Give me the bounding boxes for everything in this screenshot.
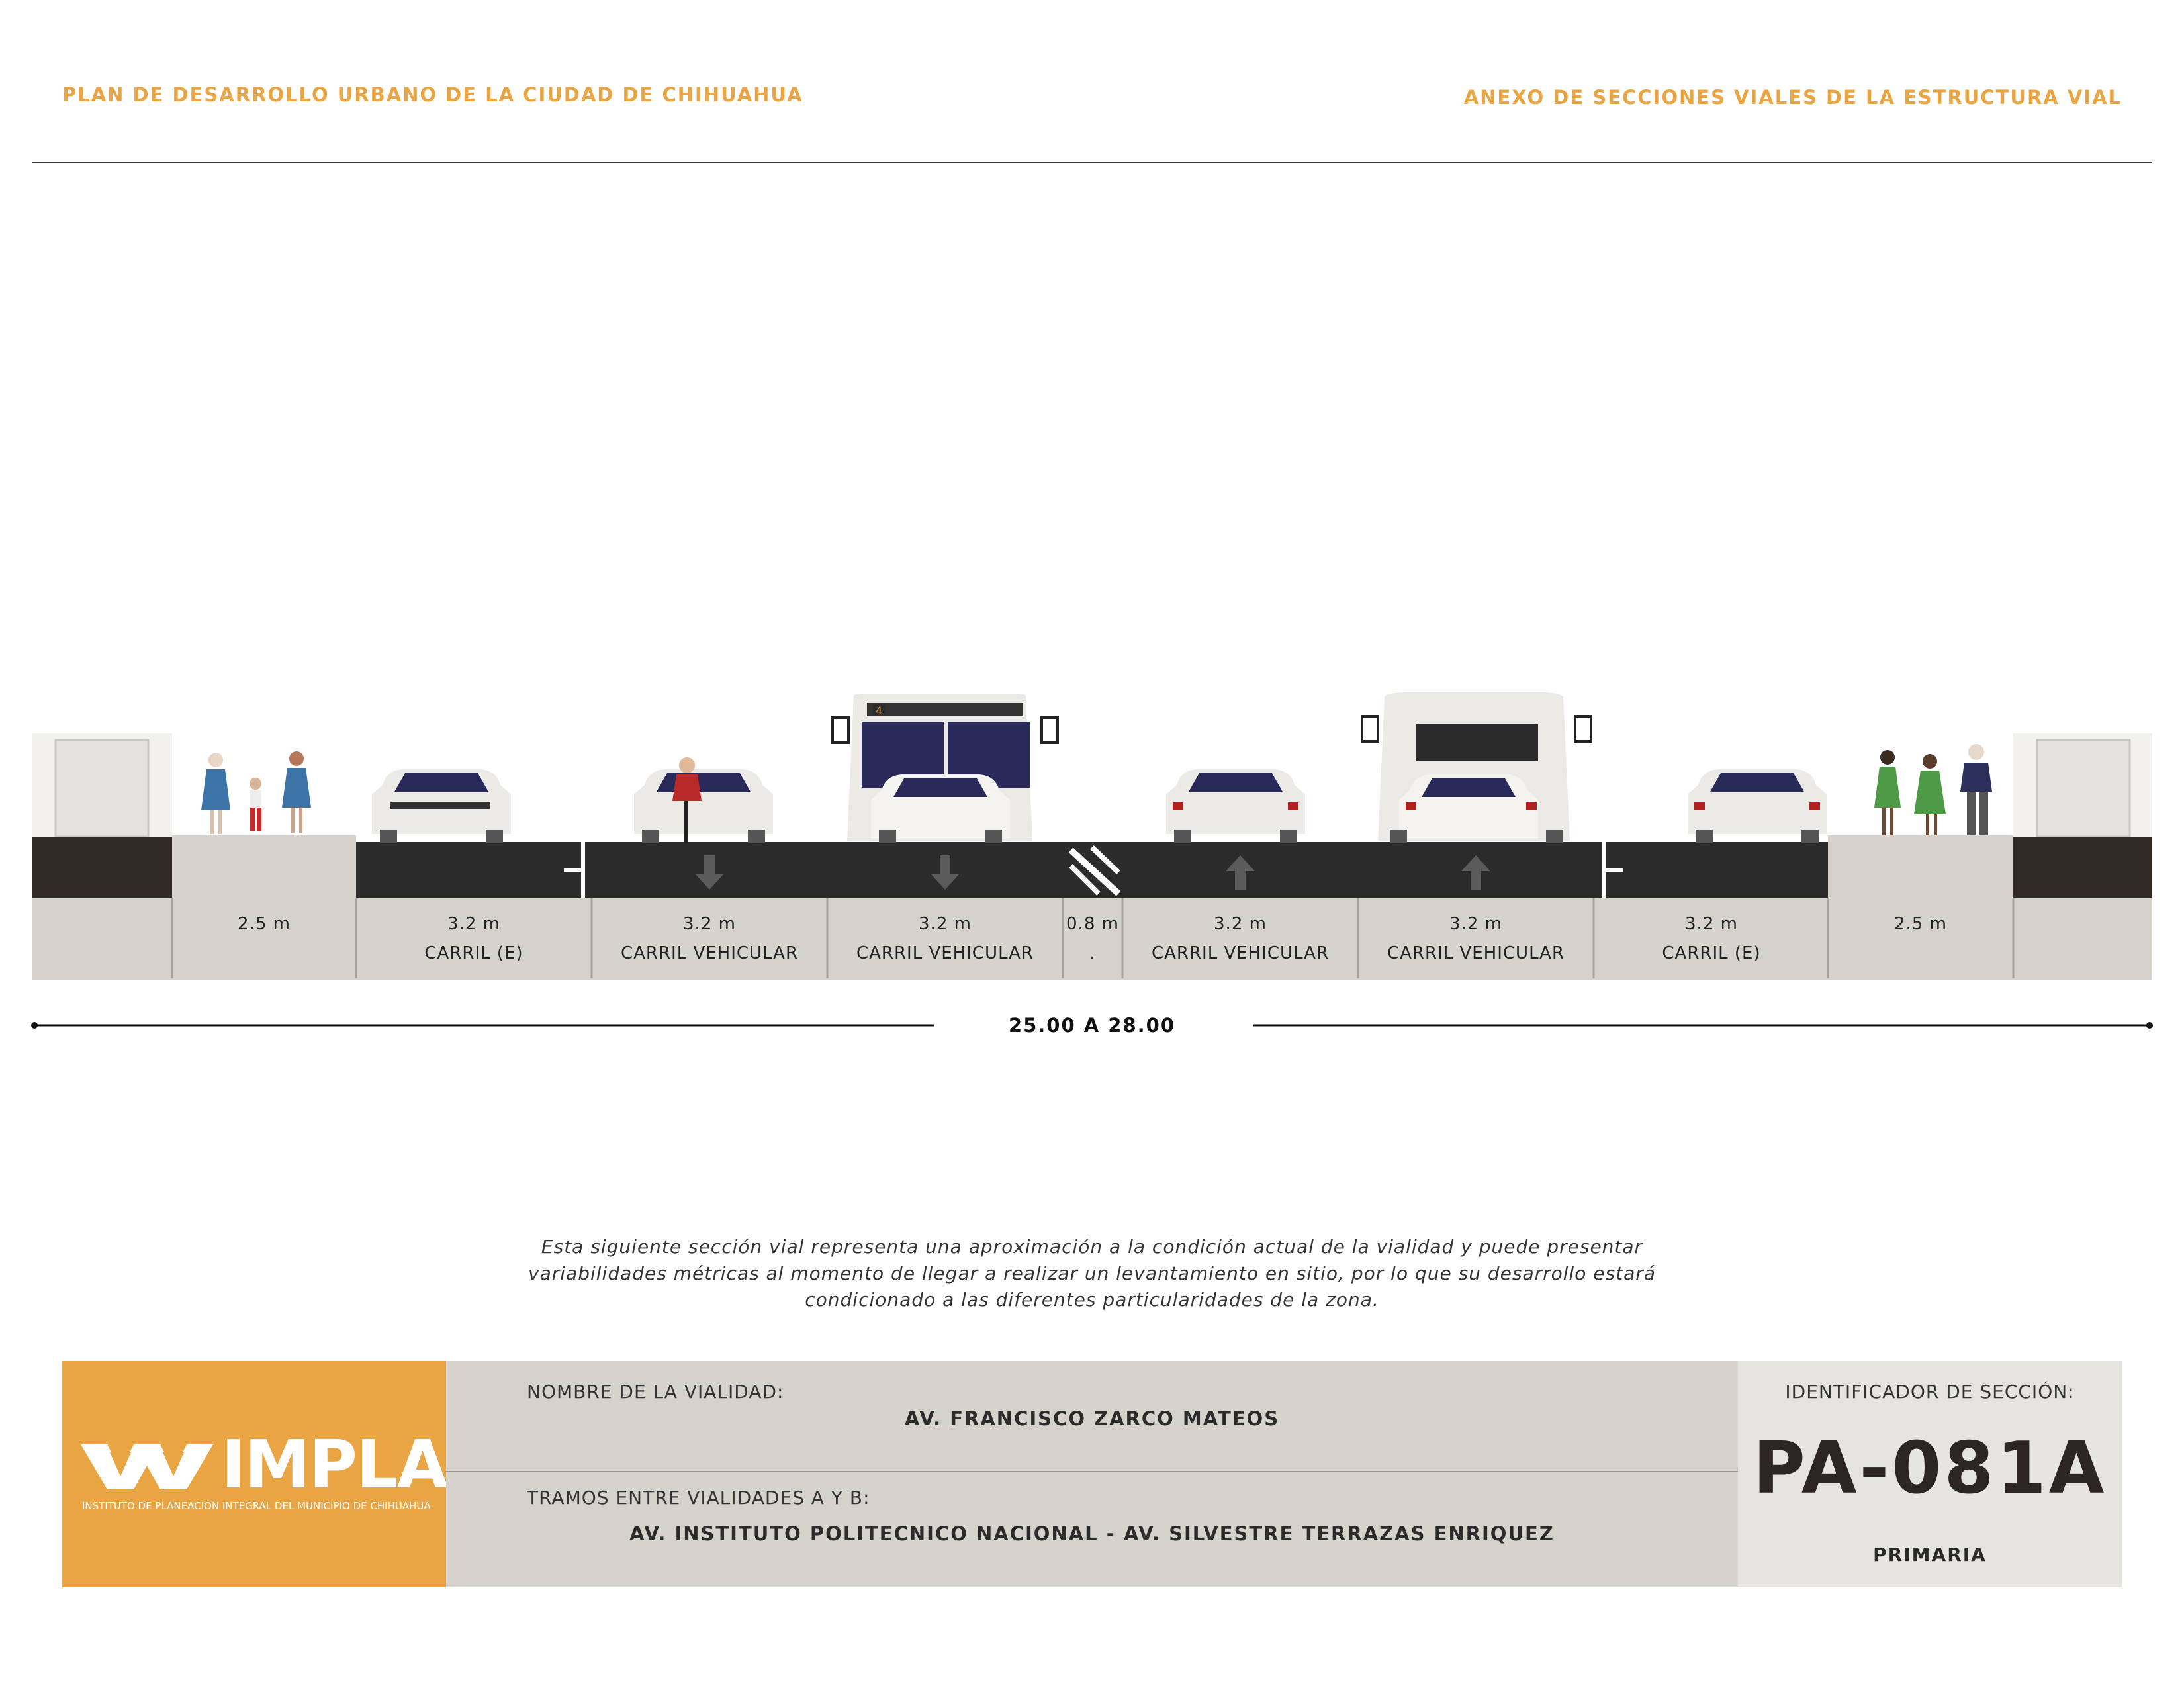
segment-width: 3.2 m: [447, 914, 500, 934]
disclaimer-line: condicionado a las diferentes particular…: [805, 1289, 1379, 1311]
segment-label: CARRIL VEHICULAR: [621, 943, 798, 963]
road-classification: PRIMARIA: [1873, 1544, 1987, 1566]
segment-label: .: [1089, 943, 1095, 963]
panel-divider: [446, 1471, 1738, 1472]
pedestrians-left: [201, 751, 311, 834]
arrow-up-icon: [1226, 855, 1255, 890]
road-name-label: NOMBRE DE LA VIALIDAD:: [527, 1381, 784, 1403]
street-section-diagram: 2.5 m 3.2 m CARRIL (E) 3.2 m CARRIL VEHI…: [31, 692, 2153, 1029]
header-rule: [32, 162, 2152, 163]
segment-width: 3.2 m: [919, 914, 972, 934]
header-right-title: ANEXO DE SECCIONES VIALES DE LA ESTRUCTU…: [1463, 86, 2122, 109]
lane-separators: [564, 842, 1623, 898]
car-rear-lane-3: [1166, 769, 1305, 843]
pedestrians-right: [1874, 744, 1992, 835]
implan-logo-subtitle: INSTITUTO DE PLANEACIÓN INTEGRAL DEL MUN…: [82, 1500, 431, 1512]
median-hatch: [1066, 842, 1122, 898]
disclaimer-line: Esta siguiente sección vial representa u…: [541, 1236, 1643, 1258]
segment-span-label: TRAMOS ENTRE VIALIDADES A Y B:: [527, 1487, 870, 1509]
arrow-up-icon: [1461, 855, 1490, 890]
section-id-label: IDENTIFICADOR DE SECCIÓN:: [1785, 1381, 2075, 1403]
segment-width: 2.5 m: [1894, 914, 1947, 934]
segment-width: 3.2 m: [1685, 914, 1738, 934]
segment-dividers: [171, 898, 2015, 978]
ground-band: [32, 898, 2152, 980]
arrow-down-icon: [931, 855, 960, 890]
car-rear-lane-e-right: [1688, 769, 1827, 843]
bus-rear-lane-4: [1361, 692, 1592, 843]
disclaimer: Esta siguiente sección vial representa u…: [503, 1234, 1681, 1313]
segment-label: CARRIL VEHICULAR: [1152, 943, 1329, 963]
building-right: [2013, 733, 2152, 898]
header-left-title: PLAN DE DESARROLLO URBANO DE LA CIUDAD D…: [62, 83, 803, 106]
building-left: [32, 733, 172, 898]
segment-span-value: AV. INSTITUTO POLITECNICO NACIONAL - AV.…: [629, 1523, 1555, 1545]
road-name-value: AV. FRANCISCO ZARCO MATEOS: [904, 1407, 1280, 1430]
section-id-value: PA-081A: [1752, 1427, 2107, 1510]
segment-label: CARRIL (E): [1662, 943, 1760, 963]
info-block: IMPLAN INSTITUTO DE PLANEACIÓN INTEGRAL …: [62, 1361, 2122, 1587]
segment-width: 3.2 m: [683, 914, 736, 934]
sidewalk-left: [172, 835, 356, 898]
total-width-label: 25.00 A 28.00: [1008, 1014, 1176, 1037]
segment-width: 0.8 m: [1066, 914, 1119, 934]
road-name-panel: NOMBRE DE LA VIALIDAD: AV. FRANCISCO ZAR…: [446, 1361, 1738, 1587]
segment-width: 3.2 m: [1449, 914, 1502, 934]
sidewalk-right: [1828, 835, 2013, 898]
car-front-lane-1-with-cyclist: [634, 757, 773, 843]
bus-front-lane-2: 4: [831, 694, 1059, 843]
disclaimer-line: variabilidades métricas al momento de ll…: [528, 1262, 1656, 1284]
arrow-down-icon: [695, 855, 724, 890]
total-width-dimension-line: [31, 1022, 2153, 1029]
segment-width: 2.5 m: [238, 914, 291, 934]
section-id-panel: IDENTIFICADOR DE SECCIÓN: PA-081A PRIMAR…: [1738, 1361, 2122, 1587]
segment-label: CARRIL VEHICULAR: [856, 943, 1034, 963]
car-front-lane-e-left: [372, 769, 511, 843]
segment-label: CARRIL VEHICULAR: [1387, 943, 1565, 963]
bus-route-number: 4: [876, 704, 882, 717]
segment-width: 3.2 m: [1214, 914, 1267, 934]
implan-logo-icon: [81, 1444, 213, 1489]
implan-logo-panel: IMPLAN INSTITUTO DE PLANEACIÓN INTEGRAL …: [62, 1361, 502, 1587]
segment-label: CARRIL (E): [424, 943, 523, 963]
